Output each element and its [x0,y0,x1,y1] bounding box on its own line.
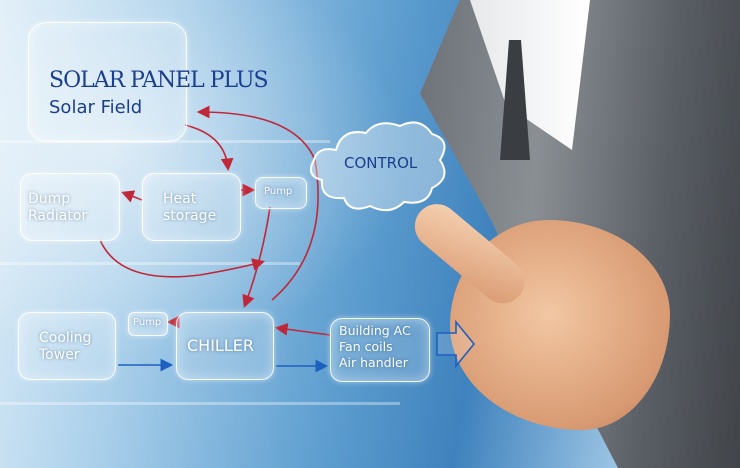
light-streak [0,262,300,265]
arrow-building-to-chiller [274,322,331,336]
cooling-tower-node: Cooling Tower [18,312,116,380]
cooling-line1: Cooling [39,330,92,346]
solar-subtitle: Solar Field [49,97,143,118]
building-line3: Air handler [339,355,408,370]
pump-top-node: Pump [255,177,307,209]
control-cloud-icon [309,121,446,212]
building-line1: Building AC [339,323,411,338]
solar-field-node: SOLAR PANEL PLUS Solar Field [28,22,269,142]
arrow-heat-to-dump [121,190,143,203]
arrow-solar-to-heat [184,124,234,172]
output-arrow-icon [436,319,476,369]
dump-line2: Radiator [28,208,88,224]
pump-top-label: Pump [264,186,293,197]
heat-storage-node: Heat storage [142,173,241,241]
pump-bottom-label: Pump [133,317,162,328]
heat-line1: Heat [163,191,197,207]
light-streak [0,402,400,405]
cooling-line2: Tower [39,347,80,363]
control-label: CONTROL [344,154,418,172]
solar-title: SOLAR PANEL PLUS [49,68,269,93]
chiller-label: CHILLER [187,336,254,355]
arrow-pump-to-chiller [242,206,271,308]
arrow-dump-to-chiller [99,239,266,278]
pump-bottom-node: Pump [128,312,168,336]
building-ac-node: Building AC Fan coils Air handler [330,318,430,382]
dump-line1: Dump [28,191,71,207]
chiller-node: CHILLER [176,312,274,380]
dump-radiator-node: Dump Radiator [20,173,120,241]
heat-line2: storage [163,208,217,224]
building-line2: Fan coils [339,339,393,354]
